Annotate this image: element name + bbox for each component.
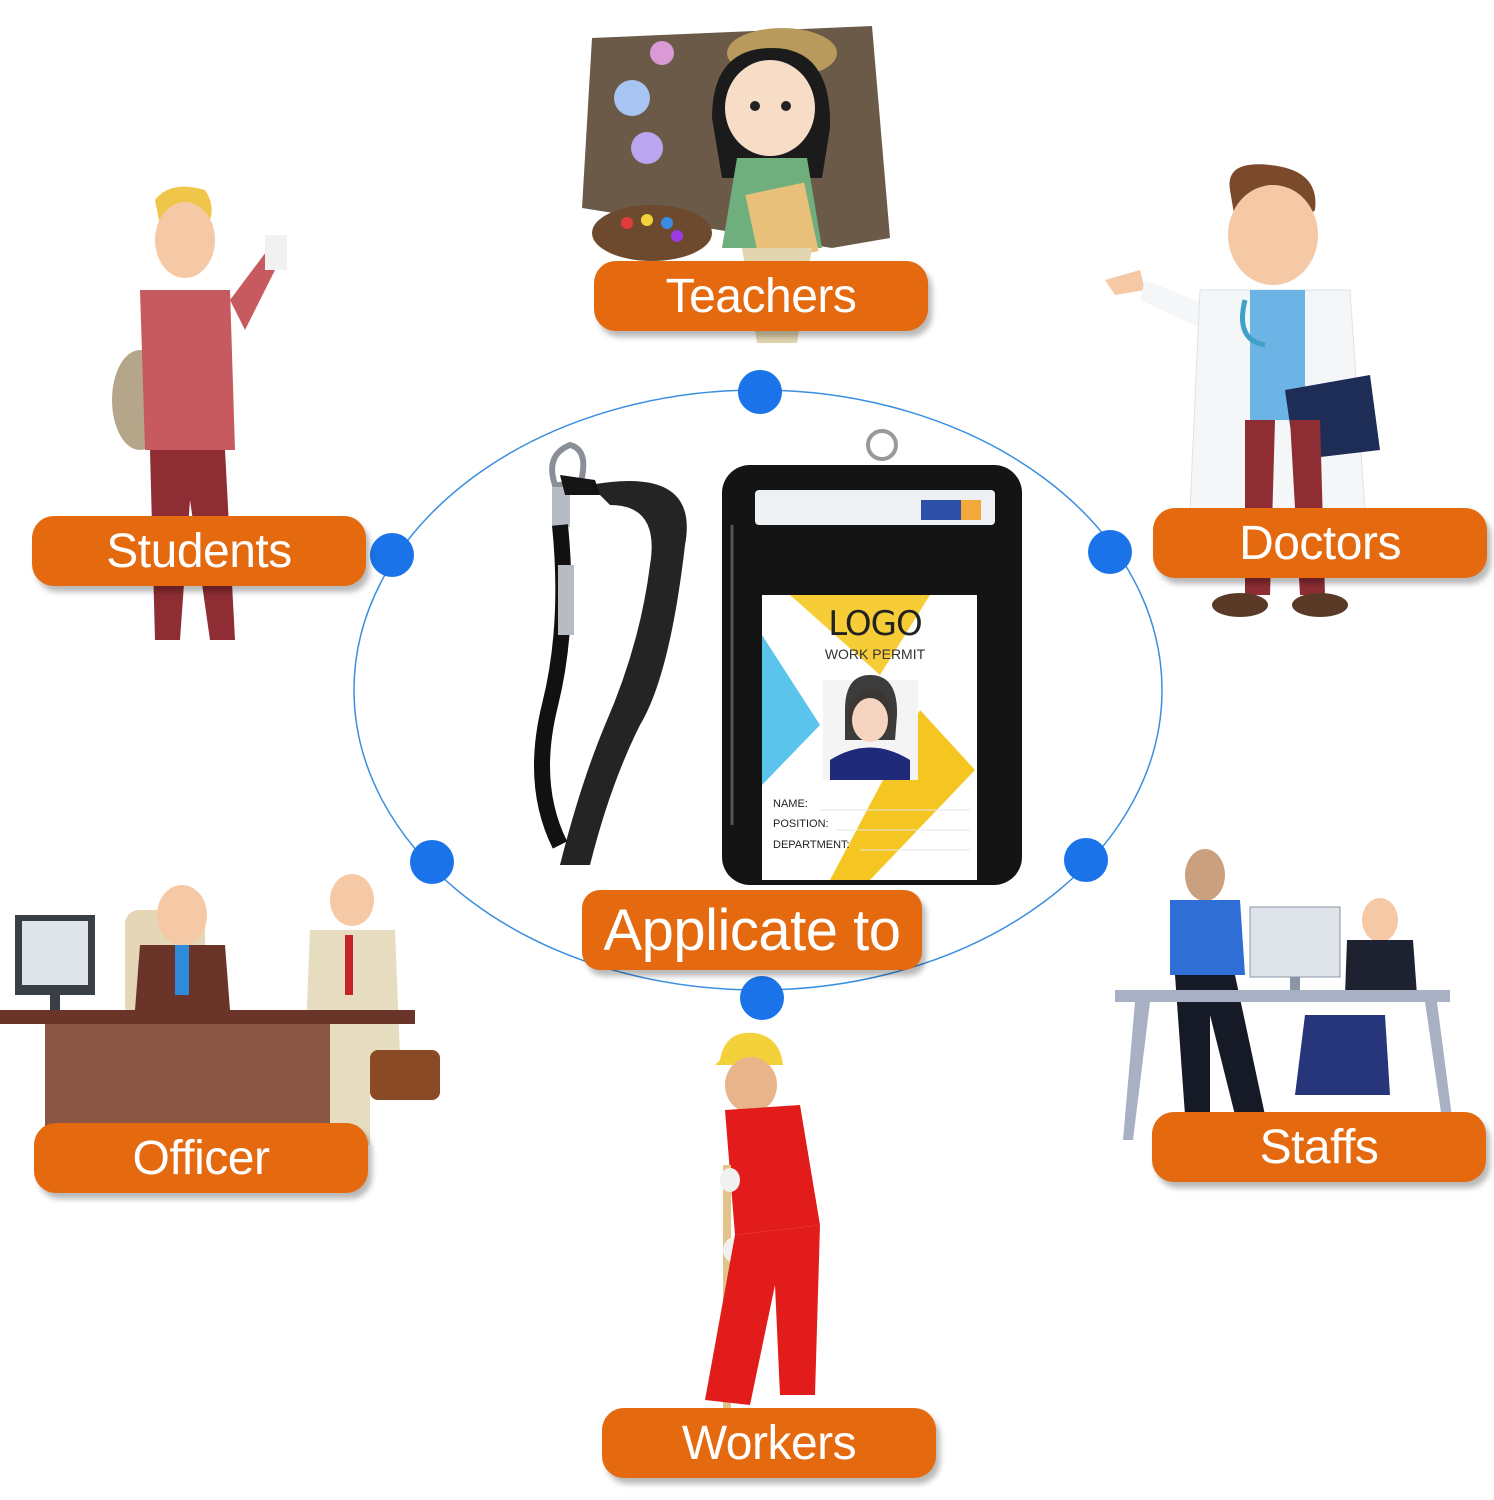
- applicate-to-title: Applicate to: [582, 890, 922, 970]
- node-dot-left: [370, 533, 414, 577]
- category-pill-workers: Workers: [602, 1408, 936, 1478]
- badge-field-position: POSITION:: [773, 818, 829, 830]
- category-pill-teachers: Teachers: [594, 261, 928, 331]
- category-pill-doctors: Doctors: [1153, 508, 1487, 578]
- badge-subtitle-text: WORK PERMIT: [824, 646, 926, 662]
- doctor-illustration: [1105, 164, 1380, 617]
- officer-illustration: [0, 874, 440, 1145]
- badge-holder-image: [534, 429, 1022, 885]
- node-dot-top: [738, 370, 782, 414]
- category-pill-officer: Officer: [34, 1123, 368, 1193]
- student-illustration: [112, 186, 287, 640]
- badge-field-name: NAME:: [773, 798, 808, 810]
- category-pill-staffs: Staffs: [1152, 1112, 1486, 1182]
- category-pill-students: Students: [32, 516, 366, 586]
- node-dot-right: [1088, 530, 1132, 574]
- badge-logo-text: LOGO: [828, 604, 923, 644]
- node-dot-lower-left: [410, 840, 454, 884]
- node-dot-lower-right: [1064, 838, 1108, 882]
- worker-illustration: [705, 1032, 820, 1425]
- node-dot-bottom: [740, 976, 784, 1020]
- badge-field-department: DEPARTMENT:: [773, 839, 850, 851]
- staffs-illustration: [1115, 849, 1455, 1140]
